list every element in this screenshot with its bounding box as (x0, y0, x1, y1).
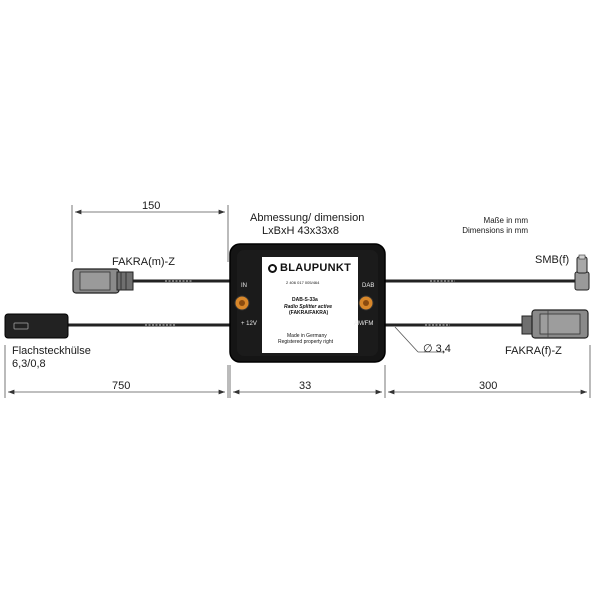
blaupunkt-logo-icon (268, 263, 277, 273)
registered-right: Registered property right (278, 339, 334, 345)
dimension-300 (388, 345, 591, 398)
fakra-f-label: FAKRA(f)-Z (505, 345, 562, 357)
part-number: 2 406 017 005/464 (286, 280, 320, 285)
dimension-750 (4, 345, 229, 398)
model-description: Radio Splitter active (284, 304, 333, 310)
device-label: BLAUPUNKT 2 406 017 005/464 DAB-S-33a Ra… (262, 257, 358, 353)
brand-logo: BLAUPUNKT (268, 262, 351, 274)
dimension-150-label: 150 (142, 200, 161, 212)
masse-line1: Maße in mm (483, 216, 528, 225)
port-label-amfm: AM/FM (354, 321, 374, 327)
masse-line2: Dimensions in mm (462, 226, 528, 235)
flachsteck-line1: Flachsteckhülse (12, 345, 91, 357)
cable-diameter-label: ∅ 3,4 (423, 343, 451, 355)
connector-type: (FAKRA/FAKRA) (289, 310, 329, 316)
fakra-f-connector (521, 309, 589, 339)
dimension-33-label: 33 (299, 380, 312, 392)
model-name: DAB-S-33a (292, 297, 318, 303)
dimension-33 (229, 365, 386, 398)
port-label-dab: DAB (362, 283, 375, 289)
fakra-m-label: FAKRA(m)-Z (112, 256, 175, 268)
port-label-12v: + 12V (241, 321, 257, 327)
smb-label: SMB(f) (535, 254, 570, 266)
smb-connector (574, 254, 590, 291)
brand-name: BLAUPUNKT (280, 262, 352, 274)
port-label-in: IN (241, 283, 247, 289)
abmessung-line2: LxBxH 43x33x8 (262, 225, 340, 237)
fakra-m-connector (72, 268, 134, 294)
dimension-300-label: 300 (479, 380, 498, 392)
made-in: Made in Germany (287, 333, 327, 339)
dimension-750-label: 750 (112, 380, 131, 392)
dimension-150 (71, 205, 229, 262)
abmessung-line1: Abmessung/ dimension (250, 212, 365, 224)
flachsteck-connector (4, 313, 69, 339)
diameter-leader (394, 326, 445, 353)
flachsteck-line2: 6,3/0,8 (12, 358, 46, 370)
